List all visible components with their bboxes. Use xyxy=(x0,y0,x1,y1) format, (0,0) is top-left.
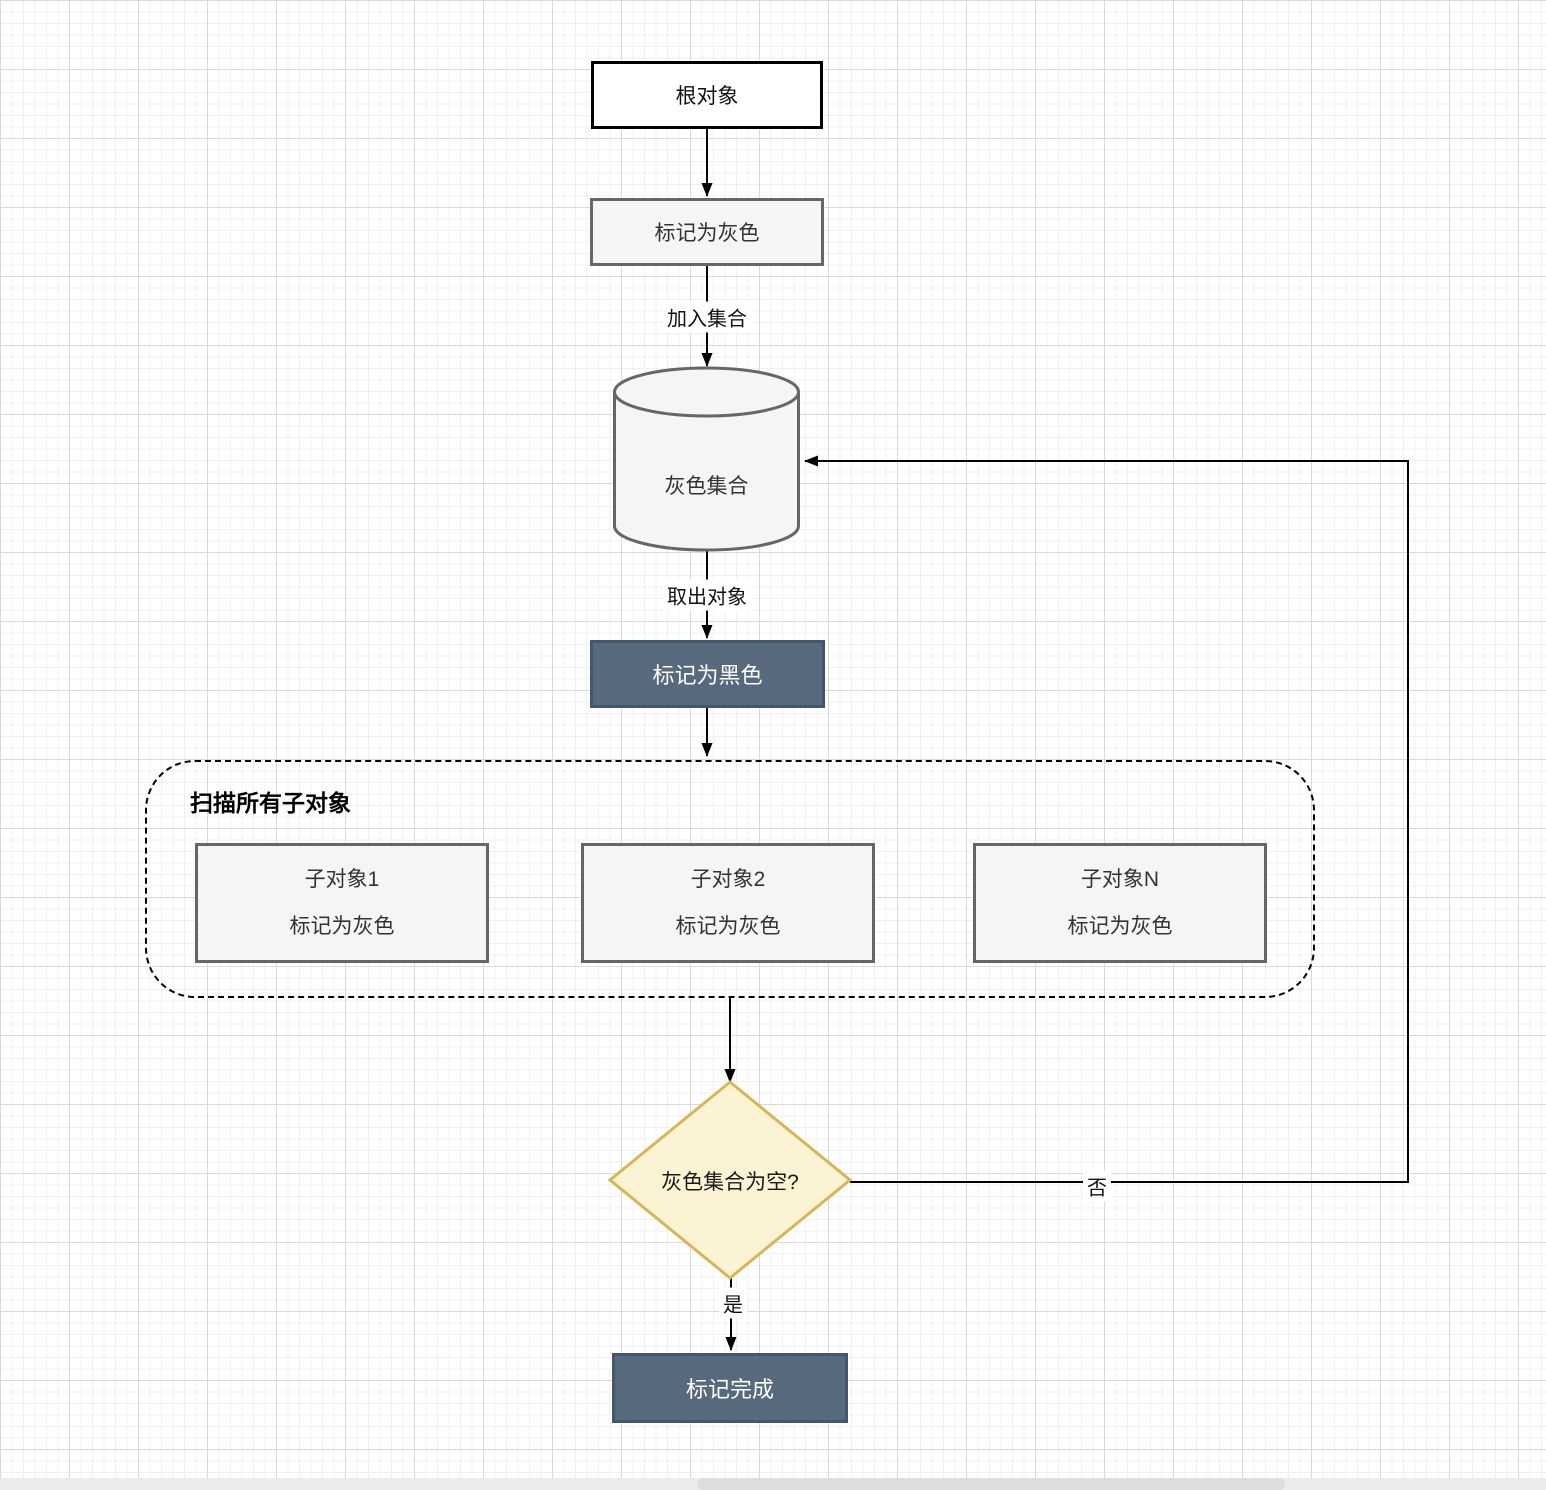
node-mark-done-label: 标记完成 xyxy=(685,1377,774,1402)
child-2-title: 子对象2 xyxy=(690,868,766,891)
child-2-subtitle: 标记为灰色 xyxy=(675,915,781,938)
edge-decision-to-grayset-loop xyxy=(804,455,1409,1183)
gray-set-cylinder[interactable] xyxy=(613,366,800,552)
decision-label: 灰色集合为空? xyxy=(661,1171,799,1194)
node-mark-gray-label: 标记为灰色 xyxy=(654,222,760,245)
child-n-title: 子对象N xyxy=(1080,868,1160,891)
node-mark-gray[interactable]: 标记为灰色 xyxy=(590,198,824,266)
scan-group-title: 扫描所有子对象 xyxy=(190,790,351,816)
horizontal-scrollbar-thumb[interactable] xyxy=(697,1478,1285,1490)
node-child-object-2[interactable]: 子对象2 标记为灰色 xyxy=(581,843,875,963)
child-n-subtitle: 标记为灰色 xyxy=(1067,915,1173,938)
child-1-subtitle: 标记为灰色 xyxy=(289,915,395,938)
node-mark-black-label: 标记为黑色 xyxy=(652,663,763,688)
node-root-object[interactable]: 根对象 xyxy=(591,61,823,129)
node-root-object-label: 根对象 xyxy=(675,85,739,108)
gray-set-label: 灰色集合 xyxy=(664,475,749,498)
child-1-title: 子对象1 xyxy=(304,868,380,891)
edge-label-add-to-set: 加入集合 xyxy=(663,301,751,333)
edge-label-yes: 是 xyxy=(719,1287,747,1319)
node-child-object-n[interactable]: 子对象N 标记为灰色 xyxy=(973,843,1267,963)
node-child-object-1[interactable]: 子对象1 标记为灰色 xyxy=(195,843,489,963)
node-mark-black[interactable]: 标记为黑色 xyxy=(590,640,825,708)
horizontal-scrollbar-track[interactable] xyxy=(0,1478,1546,1490)
edge-label-take-out: 取出对象 xyxy=(663,579,751,611)
node-mark-done[interactable]: 标记完成 xyxy=(612,1353,848,1423)
decision-diamond[interactable] xyxy=(607,1080,853,1280)
scan-group-container[interactable] xyxy=(145,760,1315,998)
edge-label-no: 否 xyxy=(1083,1170,1111,1202)
